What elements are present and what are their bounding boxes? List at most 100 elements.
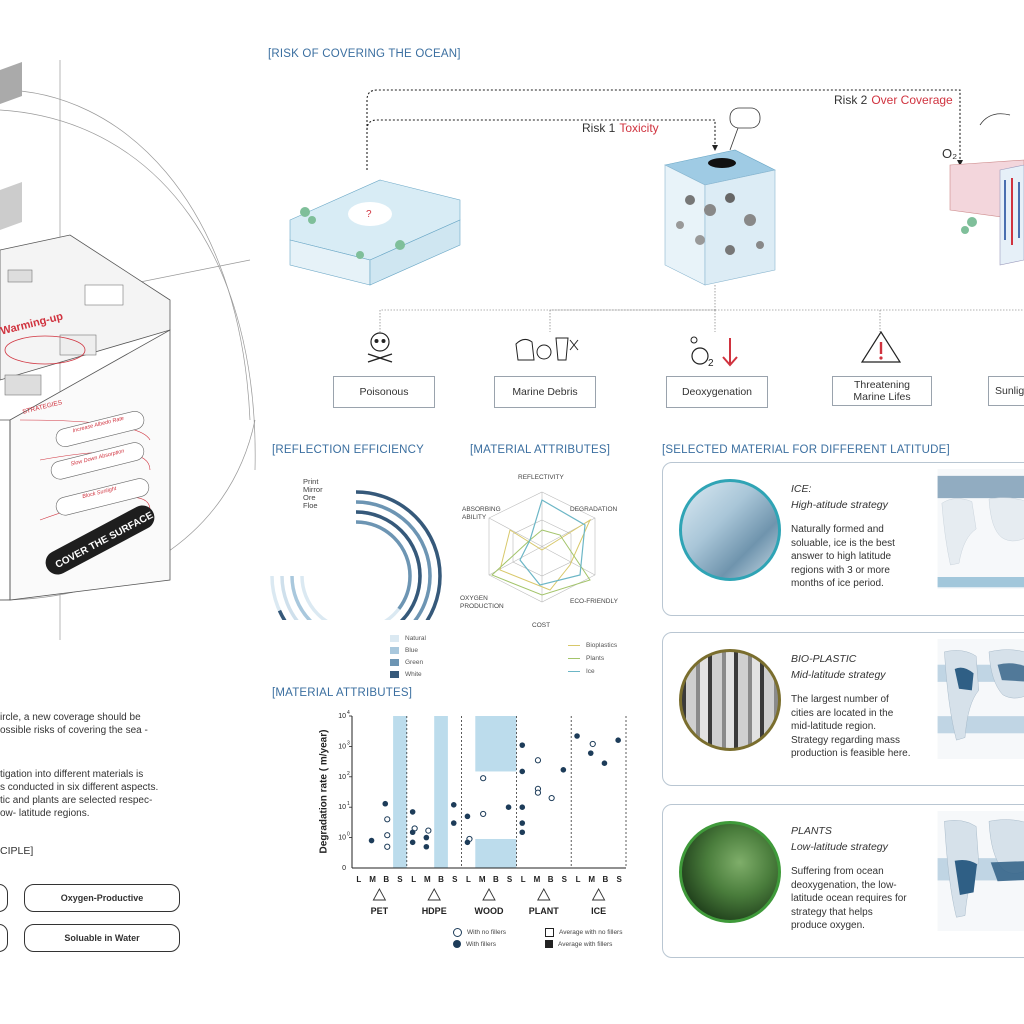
legend-avg-no-fillers: Average with no fillers [545, 928, 622, 937]
risk-box-deoxygenation: Deoxygenation [666, 376, 768, 408]
point-filler-1 [382, 800, 389, 807]
point-nofiller-11 [548, 794, 555, 802]
point-nofiller-10 [534, 789, 542, 796]
y-tick-exp-3: 3 [347, 740, 350, 746]
x-sub-label-HDPE-L: L [411, 875, 416, 884]
point-nofiller-0 [384, 816, 391, 823]
point-nofiller-12 [589, 740, 596, 748]
point-filler-9 [464, 813, 471, 820]
point-filler-7 [450, 801, 457, 808]
reflection-title: [REFLECTION EFFICIENCY [272, 444, 424, 456]
svg-text:?: ? [366, 209, 372, 220]
ice-name: ICE: [791, 483, 812, 495]
ice-image [679, 479, 781, 581]
x-sub-label-PET-M: M [369, 875, 376, 884]
reflection-legend-white: White [390, 671, 422, 678]
left-text-line-2: ossible risks of covering the sea - [0, 725, 148, 736]
point-filler-15 [519, 820, 526, 826]
point-filler-10 [464, 839, 471, 846]
point-nofiller-7 [480, 810, 487, 818]
risk-box-threatening-marine-lifes: Threatening Marine Lifes [832, 376, 932, 406]
point-nofiller-4 [425, 827, 432, 834]
risk-diagram: ? O₂ [289, 89, 1024, 332]
radar-axis-oxygen-production: OXYGEN PRODUCTION [460, 595, 504, 610]
debris-icon [515, 337, 579, 361]
radar-axis-cost: COST [532, 622, 551, 629]
x-sub-label-ICE-L: L [576, 875, 581, 884]
point-nofiller-1 [384, 832, 391, 839]
point-filler-21 [615, 737, 621, 743]
radar-axis-absorbing-ability: ABSORBING ABILITY [462, 506, 501, 521]
bioplastic-name: BIO-PLASTIC [791, 653, 857, 665]
x-sub-label-ICE-B: B [603, 875, 609, 884]
point-filler-13 [519, 768, 526, 775]
ring-label-print: Print [303, 477, 319, 486]
legend-with-fillers: With fillers [453, 940, 496, 948]
risk-box-marine-debris: Marine Debris [494, 376, 596, 408]
point-filler-5 [423, 834, 430, 841]
x-sub-label-HDPE-B: B [438, 875, 444, 884]
principle-label: CIPLE] [0, 845, 34, 857]
skull-icon [367, 332, 393, 363]
x-sub-label-WOOD-M: M [479, 875, 486, 884]
group-label-WOOD: WOOD [475, 906, 504, 916]
radar-legend-ice: Ice [568, 668, 595, 675]
material-card-ice: ICE: High-atitude strategy Naturally for… [662, 462, 1024, 616]
plants-strategy: Low-latitude strategy [791, 841, 888, 853]
x-sub-label-ICE-M: M [588, 875, 595, 884]
x-sub-label-HDPE-M: M [424, 875, 431, 884]
ring-label-ore: Ore [303, 493, 316, 502]
left-text-line-3: tigation into different materials is [0, 769, 144, 780]
point-filler-2 [409, 809, 416, 815]
risk2-number: Risk 2 [834, 93, 868, 107]
plants-description: Suffering from ocean deoxygenation, the … [791, 866, 907, 931]
bioplastic-image [679, 649, 781, 751]
range-bar-1 [434, 716, 448, 868]
legend-avg-with-fillers: Average with fillers [545, 940, 612, 948]
principle-oxygen-productive: Oxygen-Productive [24, 884, 180, 912]
risk-title: [RISK OF COVERING THE OCEAN] [268, 48, 461, 60]
group-label-PLANT: PLANT [529, 906, 559, 916]
y-tick-label-3: 10 [338, 743, 346, 750]
point-nofiller-6 [480, 775, 487, 782]
legend-no-fillers: With no fillers [453, 928, 506, 937]
material-card-plants: PLANTS Low-latitude strategy Suffering f… [662, 804, 1024, 958]
x-sub-label-WOOD-S: S [507, 875, 513, 884]
y-tick-label-4: 10 [338, 713, 346, 720]
radar-axis-reflectivity: REFLECTIVITY [518, 474, 564, 481]
risk-box-poisonous: Poisonous [333, 376, 435, 408]
point-filler-4 [409, 839, 416, 846]
point-filler-16 [519, 829, 526, 836]
x-sub-label-WOOD-B: B [493, 875, 499, 884]
x-sub-label-PET-L: L [356, 875, 361, 884]
x-sub-label-WOOD-L: L [466, 875, 471, 884]
point-nofiller-2 [384, 843, 391, 850]
degradation-title: [MATERIAL ATTRIBUTES] [272, 687, 413, 699]
ice-description: Naturally formed and soluable, ice is th… [791, 524, 895, 589]
material-card-bioplastic: BIO-PLASTIC Mid-latitude strategy The la… [662, 632, 1024, 786]
group-icon-HDPE [427, 888, 441, 901]
group-label-PET: PET [371, 906, 389, 916]
group-icon-PET [372, 888, 387, 901]
left-text-line-1: ircle, a new coverage should be [0, 712, 141, 723]
point-filler-19 [587, 750, 594, 756]
point-filler-20 [601, 760, 608, 767]
y-tick-exp-2: 2 [347, 771, 350, 777]
principle-soluable-in-water: Soluable in Water [24, 924, 180, 952]
ice-strategy: High-atitude strategy [791, 499, 888, 511]
ring-label-mirror: Mirror [303, 485, 323, 494]
y-tick-label-2: 10 [338, 774, 346, 781]
x-sub-label-PET-B: B [383, 875, 389, 884]
x-sub-label-PLANT-S: S [562, 875, 568, 884]
range-bar-0 [393, 716, 407, 868]
group-label-ICE: ICE [591, 906, 606, 916]
left-text-line-5: tic and plants are selected respec- [0, 795, 153, 806]
point-nofiller-8 [534, 757, 542, 764]
warning-icon [860, 330, 902, 363]
oxygen-down-icon: 2 [690, 336, 738, 369]
group-icon-WOOD [482, 888, 496, 901]
left-text-line-6: ow- latitude regions. [0, 808, 90, 819]
radar-axis-degradation: DEGRADATION [570, 506, 618, 513]
